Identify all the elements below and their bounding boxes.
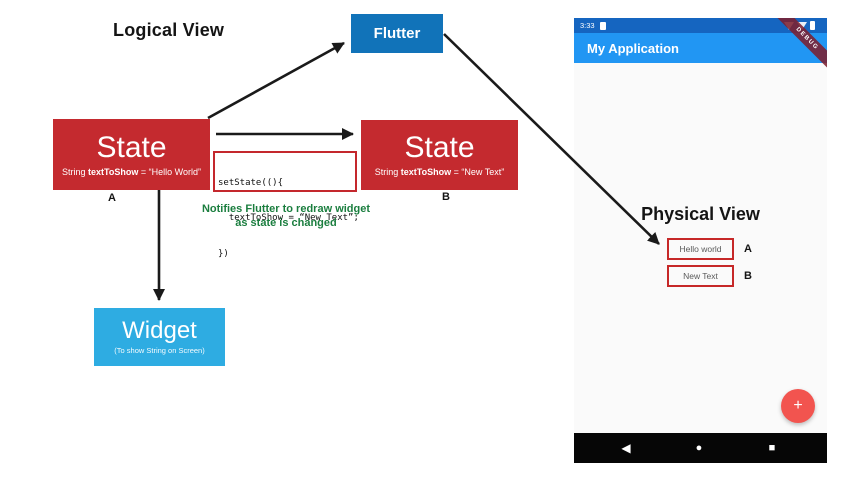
- state-b-title: State: [404, 131, 475, 164]
- app-bar-title: My Application: [587, 40, 679, 56]
- redraw-note-line2: as state is changed: [235, 216, 337, 229]
- hello-world-box: Hello world: [667, 238, 734, 260]
- state-b-node: State String textToShow = “New Text”: [361, 120, 518, 190]
- physical-item-b: New Text B: [667, 265, 752, 287]
- state-a-subtitle: String textToShow = “Hello World”: [62, 166, 201, 177]
- back-icon: ◀: [621, 441, 631, 455]
- physical-item-a-label: A: [744, 243, 752, 255]
- state-a-letter-label: A: [108, 192, 116, 204]
- physical-view-title: Physical View: [641, 204, 760, 224]
- state-a-node: State String textToShow = “Hello World”: [53, 119, 210, 190]
- setstate-code-box: setState((){ textToShow = “New Text”; }): [213, 151, 359, 259]
- logical-view-title: Logical View: [113, 20, 225, 40]
- state-b-subtitle: String textToShow = “New Text”: [374, 167, 505, 177]
- physical-item-a: Hello world A: [667, 238, 752, 260]
- code-line: }): [218, 248, 229, 259]
- nav-recent-button[interactable]: ■: [762, 433, 782, 463]
- widget-node-subtitle: (To show String on Screen): [114, 346, 205, 355]
- home-icon: ●: [695, 442, 703, 454]
- phone-mockup: 3:33 My Application DEBUG Physical View …: [574, 18, 827, 463]
- state-b-letter-label: B: [442, 191, 450, 203]
- fab-add-button[interactable]: +: [781, 389, 815, 423]
- nav-home-button[interactable]: ●: [689, 433, 709, 463]
- phone-nav-bar: ◀ ● ■: [574, 433, 827, 463]
- new-text-box: New Text: [667, 265, 734, 287]
- debug-banner: DEBUG: [769, 18, 827, 76]
- widget-node: Widget (To show String on Screen): [94, 308, 225, 366]
- arrow-stateA-to-flutter: [207, 41, 345, 120]
- redraw-note: Notifies Flutter to redraw widget as sta…: [200, 203, 372, 231]
- code-line: textToShow = “New Text”;: [218, 213, 359, 224]
- state-a-title: State: [96, 130, 167, 164]
- physical-item-b-label: B: [744, 270, 752, 282]
- redraw-note-line1: Notifies Flutter to redraw widget: [201, 203, 371, 215]
- recent-apps-icon: ■: [768, 442, 776, 454]
- widget-node-title: Widget: [122, 317, 197, 344]
- plus-icon: +: [793, 397, 803, 414]
- status-time: 3:33: [580, 21, 595, 30]
- notification-icon: [599, 21, 606, 30]
- battery-icon: [810, 21, 815, 30]
- flutter-node-label: Flutter: [373, 25, 421, 42]
- nav-back-button[interactable]: ◀: [616, 433, 636, 463]
- debug-banner-corner: DEBUG: [769, 18, 827, 76]
- flutter-node: Flutter: [351, 14, 443, 53]
- code-line: setState((){: [218, 178, 284, 189]
